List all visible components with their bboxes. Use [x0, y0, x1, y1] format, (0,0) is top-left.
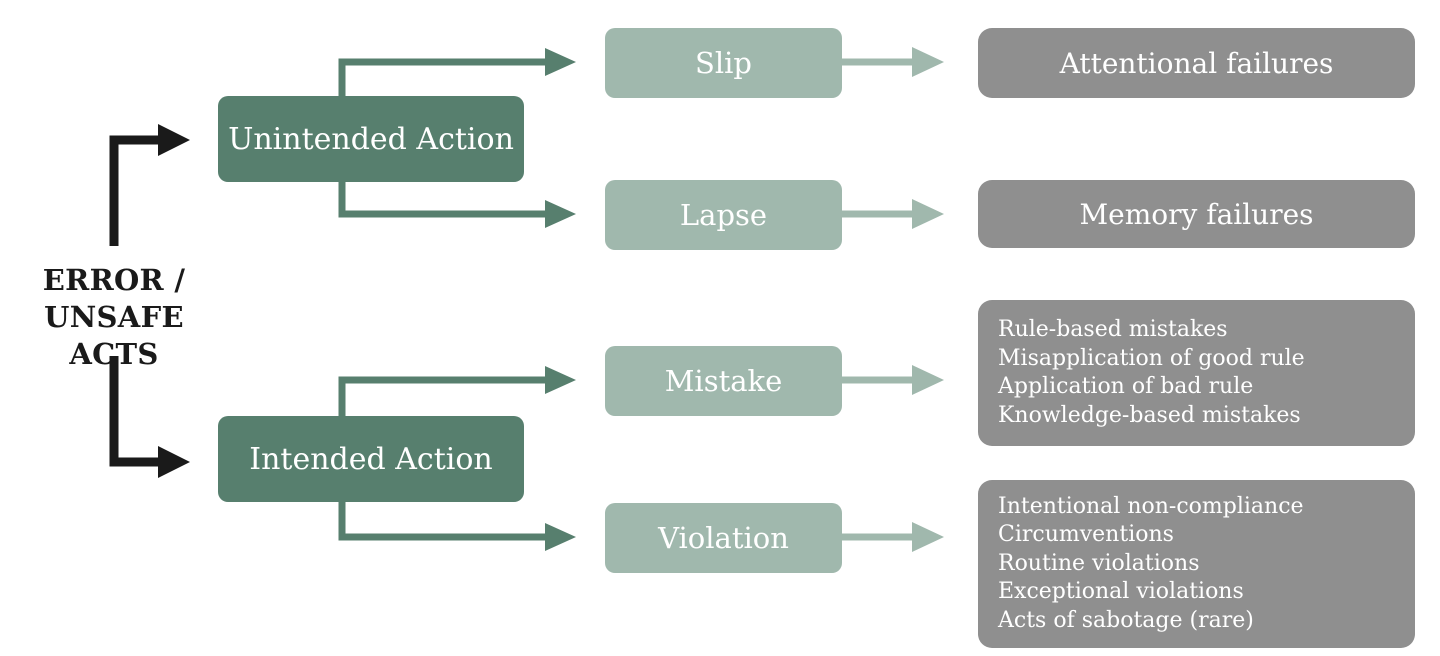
memory-failures-box: Memory failures: [978, 180, 1415, 248]
violation-detail-item: Acts of sabotage (rare): [998, 607, 1254, 633]
intended-to-violation-arrow: [338, 500, 576, 551]
violation-detail-item: Routine violations: [998, 550, 1200, 576]
lapse-box: Lapse: [605, 180, 842, 250]
root-label-line2: UNSAFE ACTS: [44, 300, 184, 371]
violation-box: Violation: [605, 503, 842, 573]
mistake-detail-item: Application of bad rule: [998, 374, 1254, 399]
violation-details-box: Intentional non-compliance Circumvention…: [978, 480, 1415, 648]
violation-detail-item: Circumventions: [998, 522, 1174, 548]
intended-action-box: Intended Action: [218, 416, 524, 502]
intended-to-mistake-arrow: [338, 366, 576, 418]
error-unsafe-acts-label: ERROR / UNSAFE ACTS: [0, 262, 228, 373]
violation-to-detail-arrow: [842, 522, 944, 552]
mistake-box: Mistake: [605, 346, 842, 416]
root-to-unintended-arrow: [109, 124, 190, 246]
mistake-details-box: Rule-based mistakes Misapplication of go…: [978, 300, 1415, 446]
lapse-to-detail-arrow: [842, 199, 944, 229]
attentional-failures-box: Attentional failures: [978, 28, 1415, 98]
unintended-action-box: Unintended Action: [218, 96, 524, 182]
slip-box: Slip: [605, 28, 842, 98]
root-label-line1: ERROR /: [42, 263, 186, 297]
slip-to-detail-arrow: [842, 47, 944, 77]
mistake-detail-item: Misapplication of good rule: [998, 345, 1305, 371]
mistake-to-detail-arrow: [842, 365, 944, 395]
unintended-to-lapse-arrow: [338, 180, 576, 228]
violation-detail-item: Exceptional violations: [998, 579, 1244, 605]
root-to-intended-arrow: [109, 356, 190, 478]
unintended-to-slip-arrow: [338, 48, 576, 97]
mistake-detail-item: Knowledge-based mistakes: [998, 402, 1301, 428]
violation-detail-item: Intentional non-compliance: [998, 493, 1304, 519]
mistake-detail-item: Rule-based mistakes: [998, 317, 1228, 342]
